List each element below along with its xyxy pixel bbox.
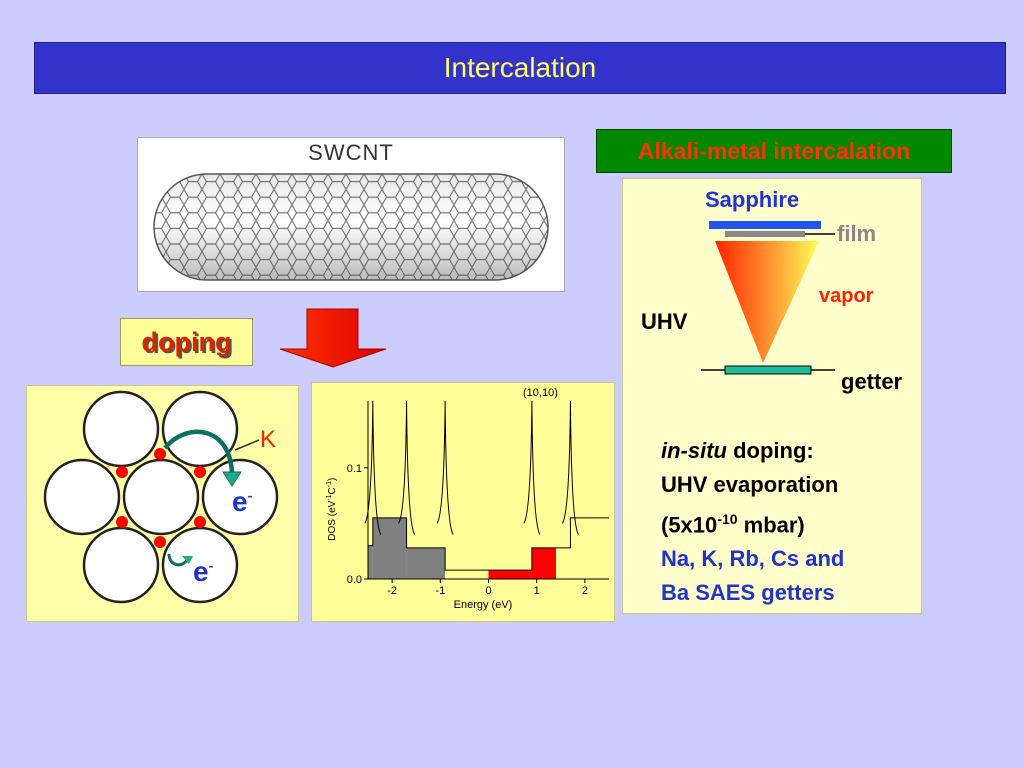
dopant-dot <box>154 536 166 548</box>
vapor-label: vapor <box>819 285 874 307</box>
desc-line-4: Na, K, Rb, Cs and <box>661 546 845 572</box>
getter-source <box>724 365 812 375</box>
y-axis-label: DOS (eV-1C-1) <box>325 477 339 541</box>
dopant-dot <box>116 466 128 478</box>
alkali-heading-text: Alkali-metal intercalation <box>637 138 911 164</box>
dos-fill-segment <box>570 517 609 579</box>
van-hove-spike <box>561 400 579 535</box>
title-bar: Intercalation <box>34 42 1006 94</box>
tube-circle <box>82 526 160 604</box>
van-hove-spike <box>436 400 454 535</box>
evaporation-description: in-situ doping: UHV evaporation (5x10-10… <box>661 434 844 610</box>
tube-circle <box>82 390 160 468</box>
film-layer <box>725 231 805 237</box>
x-tick-label: 1 <box>534 585 540 597</box>
dopant-dot <box>116 516 128 528</box>
van-hove-spike <box>364 400 382 535</box>
tube-circle <box>161 390 239 468</box>
swcnt-label: SWCNT <box>308 140 394 165</box>
alkali-heading: Alkali-metal intercalation <box>596 129 952 173</box>
doping-label-box: doping <box>120 318 253 366</box>
dos-doped-fill <box>488 570 532 579</box>
van-hove-spike <box>523 400 541 535</box>
intercalated-bundle-diagram: K e- e- <box>26 385 299 622</box>
slide-title: Intercalation <box>443 52 597 83</box>
y-tick-label: 0.0 <box>347 574 362 586</box>
tube-circle <box>43 458 121 536</box>
x-tick-label: 2 <box>582 585 588 597</box>
electron-label-1: e- <box>232 486 253 517</box>
sapphire-label: Sapphire <box>705 187 800 212</box>
dos-fill-segment <box>406 547 446 579</box>
tube-bundle-svg <box>43 390 279 604</box>
dos-chart: -2 -1 0 1 2 0.0 0.1 <box>347 400 609 597</box>
dos-axes: -2 -1 0 1 2 0.0 0.1 <box>347 401 609 597</box>
dos-line <box>368 517 609 571</box>
x-axis-label: Energy (eV) <box>453 599 513 611</box>
vapor-cone <box>715 241 819 363</box>
sapphire-substrate <box>709 221 821 229</box>
down-arrow-icon <box>279 308 387 368</box>
electron-label-2: e- <box>193 556 214 587</box>
desc-line-2: UHV evaporation <box>661 472 839 497</box>
dos-fill-segment <box>368 545 373 579</box>
y-tick-label: 0.1 <box>347 463 362 475</box>
tube-circle <box>122 458 200 536</box>
nanotube-drawing <box>153 173 549 281</box>
dos-curve <box>364 400 609 571</box>
evaporation-diagram <box>701 221 835 375</box>
dos-doped-fill <box>531 547 556 579</box>
dopant-dot <box>154 448 166 460</box>
chart-title: (10,10) <box>523 387 558 399</box>
desc-line-3: (5x10-10 mbar) <box>661 511 805 538</box>
dopant-dot <box>194 516 206 528</box>
dopant-dot <box>194 466 206 478</box>
swcnt-image: SWCNT <box>137 137 565 292</box>
x-tick-label: -1 <box>435 585 445 597</box>
doping-label: doping <box>141 327 232 357</box>
tube-circle <box>201 458 279 536</box>
dos-chart-panel: -2 -1 0 1 2 0.0 0.1 (10,10) Energy (eV) DOS (e… <box>311 382 615 622</box>
x-tick-label: 0 <box>485 585 491 597</box>
van-hove-spike <box>398 400 416 535</box>
uhv-label: UHV <box>641 309 688 334</box>
dos-fill-segment <box>372 517 407 579</box>
uhv-evaporation-panel: Sapphire film vapor UHV getter in-situ d… <box>622 178 922 614</box>
x-tick-label: -2 <box>387 585 397 597</box>
potassium-label: K <box>260 426 277 453</box>
getter-label: getter <box>841 369 903 394</box>
film-label: film <box>837 221 877 246</box>
desc-line-1: in-situ doping: <box>661 438 814 463</box>
desc-line-5: Ba SAES getters <box>661 580 835 606</box>
